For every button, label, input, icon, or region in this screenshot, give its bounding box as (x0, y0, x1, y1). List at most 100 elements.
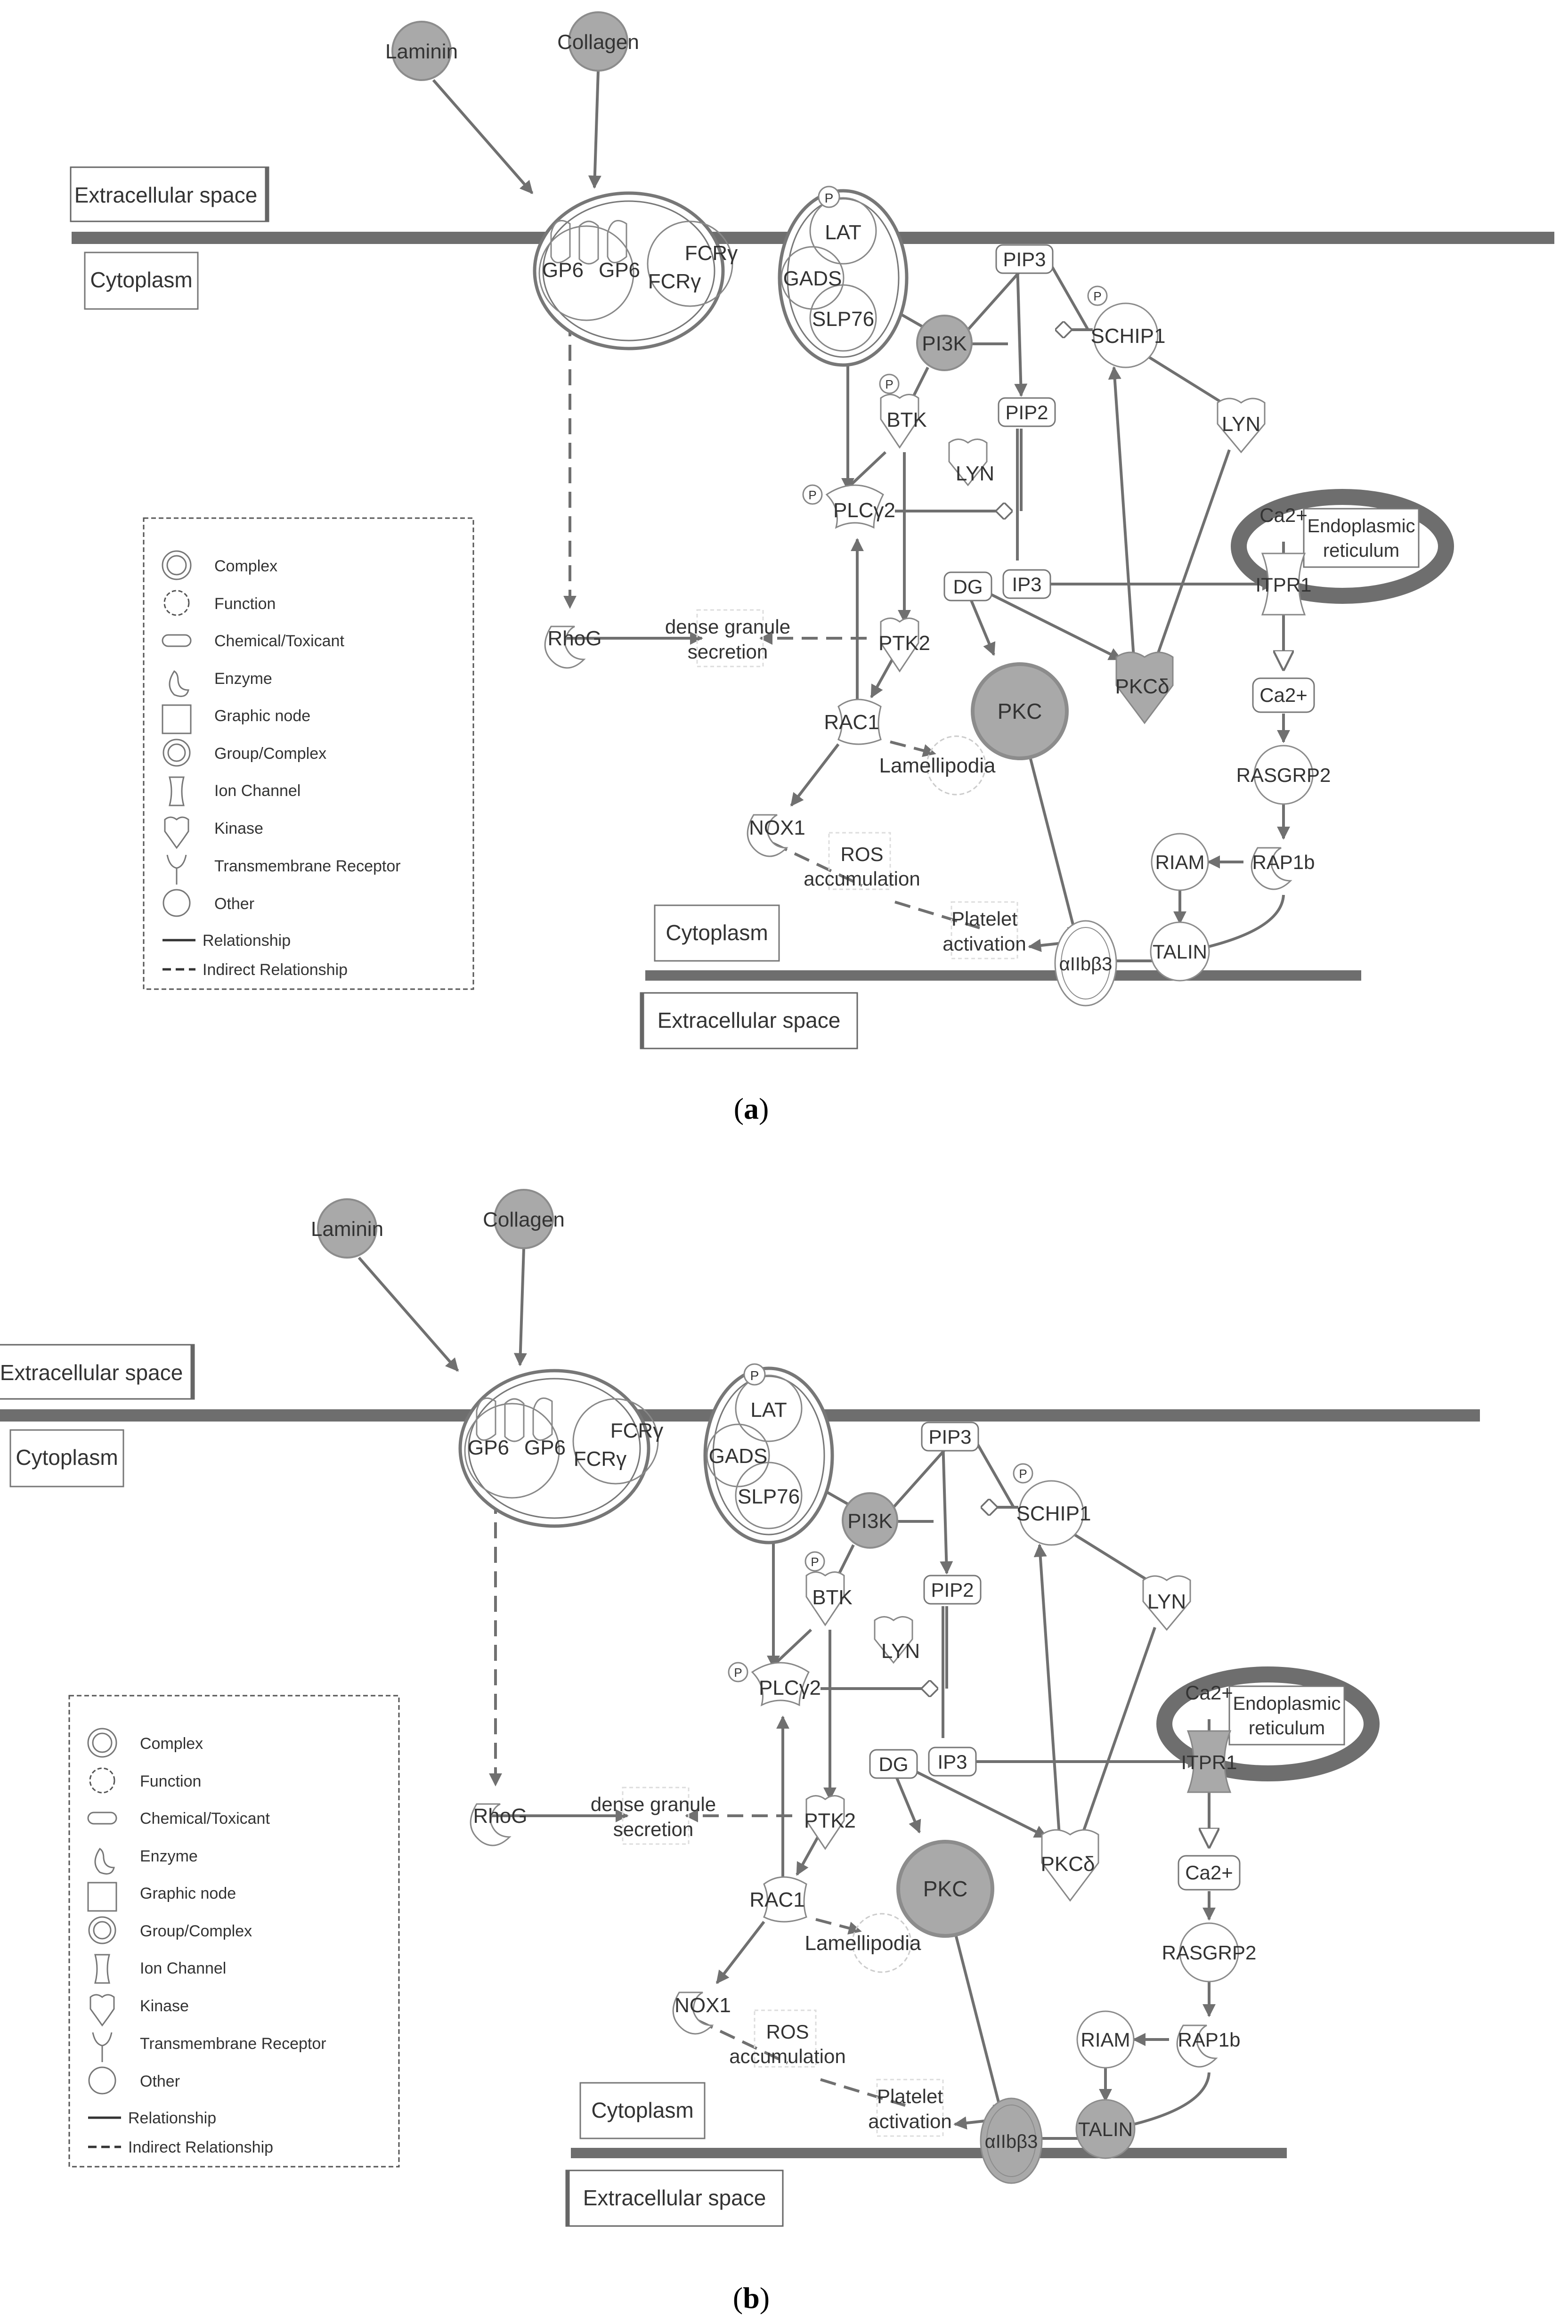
svg-text:Indirect Relationship: Indirect Relationship (128, 2138, 273, 2156)
svg-text:FCRγ: FCRγ (648, 270, 701, 293)
svg-text:(a): (a) (734, 1092, 769, 1125)
svg-text:Laminin: Laminin (385, 40, 458, 63)
svg-text:Function: Function (214, 595, 276, 613)
svg-text:SCHIP1: SCHIP1 (1016, 1502, 1091, 1525)
a-node-rhog: RhoG (544, 626, 601, 669)
a-node-rap1b: RAP1b (1251, 847, 1315, 890)
svg-text:reticulum: reticulum (1249, 1718, 1325, 1739)
svg-text:Extracellular space: Extracellular space (583, 2186, 766, 2210)
b-node-pkcd: PKCδ (1041, 1829, 1099, 1902)
svg-text:GP6: GP6 (542, 259, 584, 282)
b-node-pkc: PKC (896, 1840, 994, 1938)
b-legend-ion-channel-icon (94, 1954, 110, 1984)
a-extracellular-label-top: Extracellular space (70, 166, 269, 222)
b-node-aiib3: αIIbβ3 (980, 2097, 1043, 2184)
b-node-rap1b: RAP1b (1176, 2024, 1241, 2068)
svg-text:secretion: secretion (613, 1818, 693, 1840)
svg-text:SLP76: SLP76 (738, 1485, 800, 1508)
svg-text:Extracellular space: Extracellular space (658, 1008, 841, 1032)
a-node-itpr1: ITPR1 (1255, 553, 1312, 616)
b-node-ros: ROS accumulation (729, 2009, 846, 2068)
svg-text:RIAM: RIAM (1155, 851, 1205, 873)
svg-text:Relationship: Relationship (203, 932, 291, 950)
svg-text:Lamellipodia: Lamellipodia (879, 754, 996, 777)
a-legend: Complex Function Chemical/Toxicant Enzym… (143, 517, 474, 990)
svg-text:Platelet: Platelet (951, 908, 1017, 930)
svg-text:Collagen: Collagen (557, 31, 639, 54)
a-node-pkc: PKC (971, 662, 1069, 760)
a-node-ptk2: PTK2 (878, 618, 930, 673)
svg-text:αIIbβ3: αIIbβ3 (1059, 954, 1113, 975)
b-cytoplasm-label-top: Cytoplasm (9, 1429, 124, 1487)
svg-text:PLCγ2: PLCγ2 (833, 499, 895, 522)
a-node-rasgrp2: RASGRP2 (1236, 745, 1331, 805)
b-node-nox1: NOX1 (672, 1991, 731, 2035)
b-node-dense-granule: dense granule secretion (591, 1787, 716, 1845)
svg-text:P: P (1093, 289, 1101, 303)
b-legend-graphic-node-icon (87, 1882, 117, 1912)
svg-text:IP3: IP3 (1012, 573, 1041, 595)
svg-text:P: P (734, 1666, 742, 1680)
svg-text:Collagen: Collagen (483, 1208, 565, 1231)
b-legend-chemical-icon (87, 1812, 117, 1825)
svg-text:PKCδ: PKCδ (1115, 675, 1170, 698)
b-node-plcy2: P PLCγ2 (728, 1662, 821, 1706)
b-node-gp6-fcry-complex: GP6 GP6 FCRγ FCRγ (458, 1369, 663, 1528)
a-node-btk: P BTK (879, 374, 927, 449)
b-node-lat-gads-slp76-complex: P LAT GADS SLP76 (703, 1363, 834, 1544)
svg-text:ITPR1: ITPR1 (1181, 1751, 1237, 1773)
caption-a: (a) (734, 1092, 769, 1125)
svg-text:Cytoplasm: Cytoplasm (591, 2098, 693, 2122)
caption-b: (b) (733, 2281, 770, 2315)
a-cytoplasm-label-bottom: Cytoplasm (654, 904, 780, 962)
svg-text:Ca2+: Ca2+ (1259, 504, 1308, 526)
svg-text:PIP2: PIP2 (1005, 401, 1048, 423)
b-node-lamellipodia: Lamellipodia (804, 1913, 921, 1973)
svg-text:DG: DG (953, 576, 983, 598)
b-legend-other-icon (88, 2066, 116, 2095)
a-node-riam: RIAM (1151, 833, 1209, 891)
b-node-btk: P BTK (804, 1551, 853, 1626)
svg-text:Graphic node: Graphic node (214, 707, 310, 725)
svg-text:BTK: BTK (886, 408, 927, 431)
svg-text:Endoplasmic: Endoplasmic (1233, 1693, 1341, 1714)
a-node-rac1: RAC1 (824, 699, 882, 745)
b-node-rhog: RhoG (470, 1803, 528, 1846)
svg-text:PIP3: PIP3 (928, 1426, 971, 1448)
b-node-rasgrp2: RASGRP2 (1162, 1922, 1257, 1983)
svg-text:PKC: PKC (923, 1877, 968, 1901)
svg-text:LYN: LYN (1147, 1590, 1186, 1613)
svg-text:Ca2+: Ca2+ (1185, 1861, 1233, 1884)
svg-text:RhoG: RhoG (473, 1804, 528, 1828)
a-node-talin: TALIN (1150, 921, 1210, 982)
svg-text:PI3K: PI3K (847, 1510, 892, 1533)
svg-text:LYN: LYN (956, 462, 994, 485)
b-node-ca-cyt: Ca2+ (1178, 1855, 1241, 1891)
b-legend: Complex Function Chemical/Toxicant Enzym… (68, 1695, 400, 2168)
svg-text:secretion: secretion (688, 641, 768, 663)
svg-text:Cytoplasm: Cytoplasm (90, 268, 192, 292)
svg-text:Other: Other (214, 895, 254, 913)
svg-text:RAP1b: RAP1b (1178, 2029, 1240, 2051)
svg-text:accumulation: accumulation (804, 868, 920, 890)
a-node-nox1: NOX1 (747, 814, 805, 857)
svg-text:dense granule: dense granule (665, 616, 790, 638)
svg-text:SLP76: SLP76 (812, 308, 874, 331)
a-node-pip2: PIP2 (998, 397, 1056, 427)
svg-text:RASGRP2: RASGRP2 (1162, 1942, 1257, 1964)
svg-text:NOX1: NOX1 (749, 816, 805, 839)
svg-text:GADS: GADS (709, 1445, 768, 1468)
svg-text:LYN: LYN (1222, 413, 1260, 436)
a-node-pkcd: PKCδ (1115, 651, 1174, 724)
a-cytoplasm-label-top: Cytoplasm (84, 252, 199, 310)
a-legend-enzyme-icon (169, 670, 189, 697)
b-membrane-bottom (571, 2148, 1287, 2158)
a-legend-graphic-node-icon (162, 704, 192, 734)
a-legend-chemical-icon (162, 634, 192, 647)
b-er-label: Endoplasmic reticulum (1228, 1685, 1345, 1746)
svg-text:GP6: GP6 (468, 1436, 509, 1459)
b-legend-function-icon (89, 1767, 115, 1794)
svg-text:TALIN: TALIN (1153, 941, 1207, 963)
svg-text:RAC1: RAC1 (824, 711, 879, 734)
svg-text:Ca2+: Ca2+ (1259, 684, 1308, 706)
